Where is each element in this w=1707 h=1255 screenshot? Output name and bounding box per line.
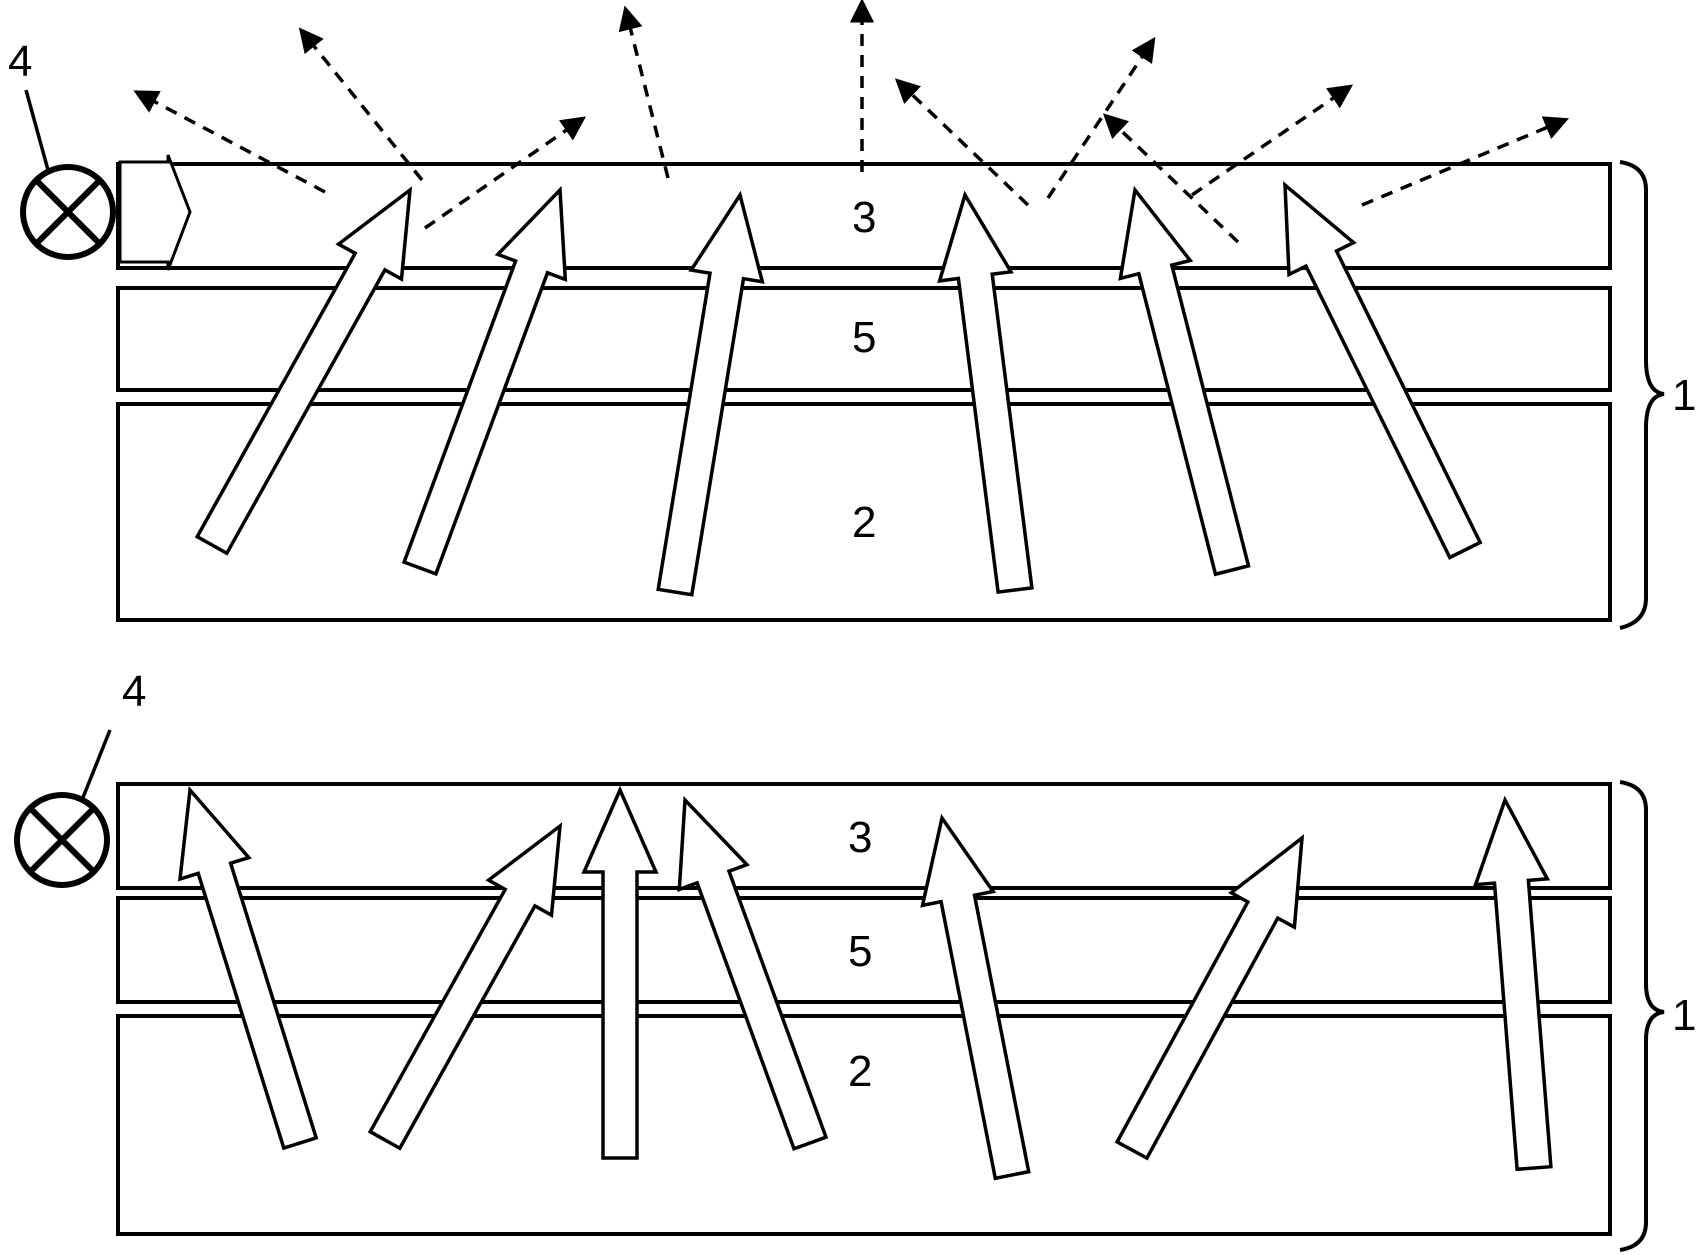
bottom-panel-layer-2-label: 2 — [848, 1047, 872, 1096]
bottom-panel-lamp-label: 4 — [122, 667, 146, 716]
top-panel-stack-label: 1 — [1672, 371, 1696, 420]
top-panel-layer-3-label: 3 — [852, 193, 876, 242]
bottom-panel-layer-3-label: 3 — [848, 813, 872, 862]
bottom-panel-stack-brace — [1620, 782, 1664, 1250]
bottom-panel-layer-5-label: 5 — [848, 927, 872, 976]
bottom-panel-lamp-icon — [17, 795, 107, 885]
top-panel-stack-brace — [1620, 162, 1664, 628]
top-panel-dashed-ray-2 — [305, 35, 422, 180]
top-panel-lamp-label: 4 — [8, 37, 32, 86]
top-panel-lamp-leader — [26, 90, 48, 170]
top-panel-lamp-icon — [23, 167, 113, 257]
bottom-panel-stack-label: 1 — [1672, 991, 1696, 1040]
top-panel-dashed-ray-4 — [627, 15, 668, 178]
bottom-panel: 4 3 5 2 1 — [17, 667, 1696, 1250]
top-panel-layer-5-label: 5 — [852, 313, 876, 362]
bottom-panel-lamp-leader — [82, 730, 110, 800]
top-panel-layer-2-label: 2 — [852, 498, 876, 547]
top-panel: 4 3 5 2 1 — [8, 8, 1696, 628]
